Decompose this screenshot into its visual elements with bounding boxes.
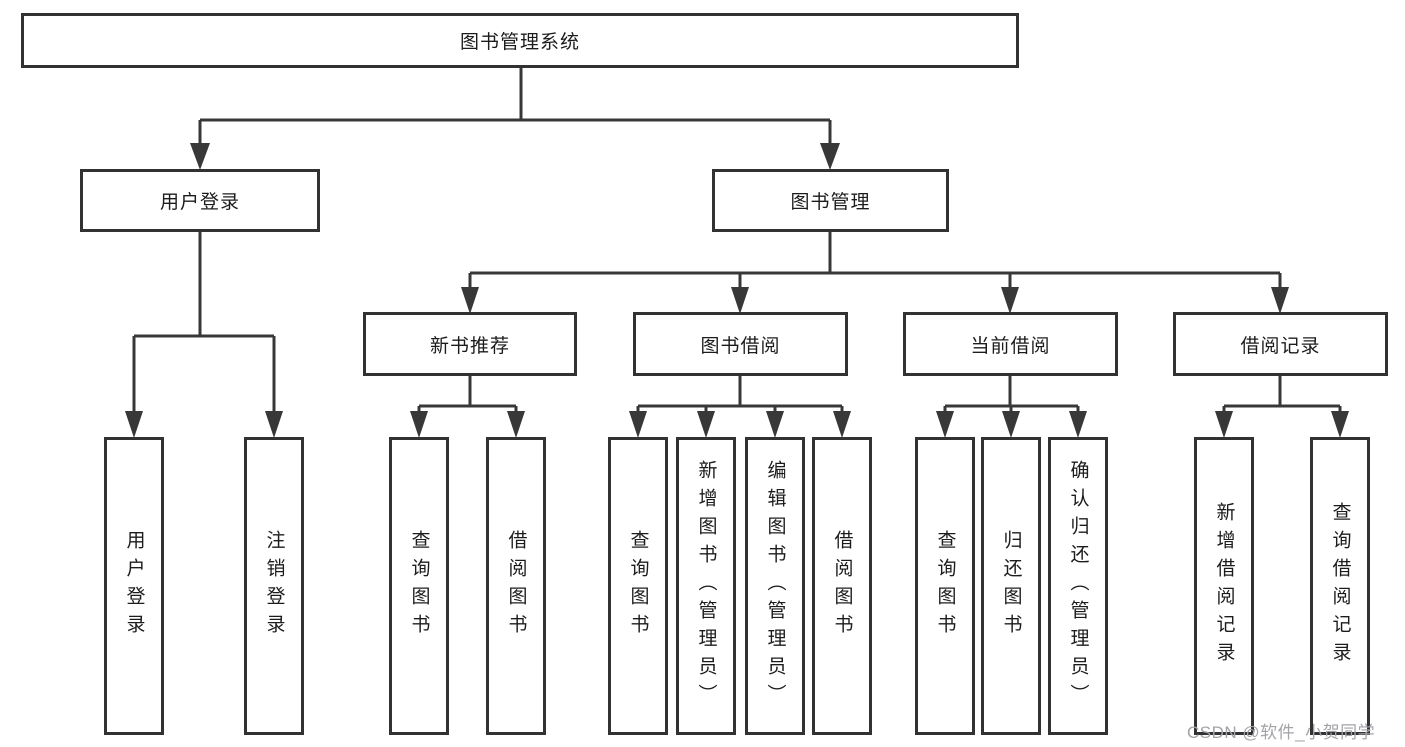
leaf-label: 新增借阅记录 (1213, 502, 1235, 670)
node-borrow-records: 借阅记录 (1173, 312, 1388, 376)
node-book-borrow: 图书借阅 (633, 312, 848, 376)
leaf-label: 借阅图书 (505, 530, 527, 642)
node-new-book-recommend: 新书推荐 (363, 312, 577, 376)
node-label: 借阅记录 (1240, 335, 1321, 357)
leaf-label: 查询借阅记录 (1329, 502, 1351, 670)
leaf-recommend-query-books: 查询图书 (389, 437, 449, 735)
leaf-label: 查询图书 (627, 530, 649, 642)
leaf-recommend-borrow-books: 借阅图书 (486, 437, 546, 735)
watermark: CSDN @软件_小贺同学 (1187, 723, 1376, 742)
node-label: 当前借阅 (970, 335, 1051, 357)
node-library-system: 图书管理系统 (21, 13, 1019, 68)
leaf-label: 确认归还（管理员） (1067, 460, 1089, 712)
leaf-label: 查询图书 (408, 530, 430, 642)
node-label: 图书管理 (790, 192, 871, 213)
node-label: 图书管理系统 (459, 32, 580, 53)
leaf-borrow-query-books: 查询图书 (608, 437, 668, 735)
leaf-label: 新增图书（管理员） (695, 460, 717, 712)
leaf-label: 用户登录 (123, 530, 145, 642)
leaf-label: 归还图书 (1000, 530, 1022, 642)
leaf-borrow-books: 借阅图书 (812, 437, 872, 735)
leaf-label: 借阅图书 (831, 530, 853, 642)
leaf-query-borrow-record: 查询借阅记录 (1310, 437, 1370, 735)
node-current-borrow: 当前借阅 (903, 312, 1118, 376)
leaf-edit-books-admin: 编辑图书（管理员） (745, 437, 805, 735)
node-book-management: 图书管理 (712, 169, 949, 232)
leaf-label: 编辑图书（管理员） (764, 460, 786, 712)
node-user-login: 用户登录 (80, 169, 320, 232)
node-label: 新书推荐 (429, 335, 510, 357)
leaf-add-books-admin: 新增图书（管理员） (676, 437, 736, 735)
leaf-label: 查询图书 (934, 530, 956, 642)
leaf-logout: 注销登录 (244, 437, 304, 735)
leaf-label: 注销登录 (263, 530, 285, 642)
leaf-return-books: 归还图书 (981, 437, 1041, 735)
leaf-user-login: 用户登录 (104, 437, 164, 735)
leaf-add-borrow-record: 新增借阅记录 (1194, 437, 1254, 735)
node-label: 用户登录 (159, 192, 240, 213)
node-label: 图书借阅 (700, 335, 781, 357)
leaf-current-query-books: 查询图书 (915, 437, 975, 735)
leaf-confirm-return-admin: 确认归还（管理员） (1048, 437, 1108, 735)
